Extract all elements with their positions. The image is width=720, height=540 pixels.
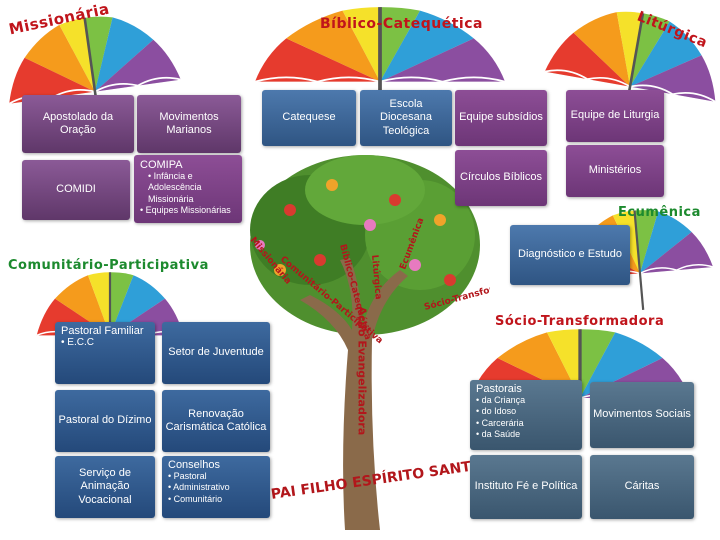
- box-equipe-liturgia: Equipe de Liturgia: [566, 90, 664, 142]
- title-comunitaria: Comunitário-Participativa: [8, 258, 209, 273]
- conselhos-list: Pastoral Administrativo Comunitário: [168, 471, 264, 505]
- conselhos-item: Pastoral: [168, 471, 264, 482]
- comipa-item: Equipes Missionárias: [140, 205, 236, 216]
- box-apostolado: Apostolado da Oração: [22, 95, 134, 153]
- box-conselhos: Conselhos Pastoral Administrativo Comuni…: [162, 456, 270, 518]
- box-pastorais: Pastorais da Criança do Idoso Carcerária…: [470, 380, 582, 450]
- conselhos-item: Comunitário: [168, 494, 264, 505]
- title-socio: Sócio-Transformadora: [495, 314, 665, 329]
- tree-branch-label: Litúrgica: [369, 254, 383, 300]
- conselhos-item: Administrativo: [168, 482, 264, 493]
- title-biblica: Bíblico-Catequética: [320, 16, 483, 32]
- comipa-title: COMIPA: [140, 159, 183, 171]
- tree-illustration: Comunitário-ParticipativaBíblico-Catequé…: [248, 155, 490, 530]
- pastoral-familiar-list: E.C.C: [61, 337, 149, 350]
- box-servico: Serviço de Animação Vocacional: [55, 456, 155, 518]
- box-escola: Escola Diocesana Teológica: [360, 90, 452, 146]
- box-instituto: Instituto Fé e Política: [470, 455, 582, 519]
- box-caritas: Cáritas: [590, 455, 694, 519]
- box-equipe-subsidios: Equipe subsídios: [455, 90, 547, 146]
- pastorais-item: da Criança: [476, 395, 576, 406]
- pastorais-list: da Criança do Idoso Carcerária da Saúde: [476, 395, 576, 440]
- pastorais-item: Carcerária: [476, 418, 576, 429]
- box-pastoral-dizimo: Pastoral do Dízimo: [55, 390, 155, 452]
- pastoral-familiar-item: E.C.C: [61, 337, 149, 350]
- conselhos-title: Conselhos: [168, 459, 220, 471]
- box-movimentos-sociais: Movimentos Sociais: [590, 382, 694, 448]
- box-ministerios: Ministérios: [566, 145, 664, 197]
- box-pastoral-familiar: Pastoral Familiar E.C.C: [55, 322, 155, 384]
- comipa-item: Infância e Adolescência Missionária: [140, 171, 236, 205]
- box-comidi: COMIDI: [22, 160, 130, 220]
- box-comipa: COMIPA Infância e Adolescência Missionár…: [134, 155, 242, 223]
- box-setor-juventude: Setor de Juventude: [162, 322, 270, 384]
- box-renovacao: Renovação Carismática Católica: [162, 390, 270, 452]
- box-movimentos-marianos: Movimentos Marianos: [137, 95, 241, 153]
- pastorais-item: da Saúde: [476, 429, 576, 440]
- comipa-list: Infância e Adolescência Missionária Equi…: [140, 171, 236, 216]
- box-catequese: Catequese: [262, 90, 356, 146]
- title-ecumenica: Ecumênica: [618, 205, 701, 220]
- pastoral-familiar-title: Pastoral Familiar: [61, 325, 144, 337]
- box-diagnostico: Diagnóstico e Estudo: [510, 225, 630, 285]
- pastorais-item: do Idoso: [476, 406, 576, 417]
- box-circulos: Círculos Bíblicos: [455, 150, 547, 206]
- pastorais-title: Pastorais: [476, 383, 522, 395]
